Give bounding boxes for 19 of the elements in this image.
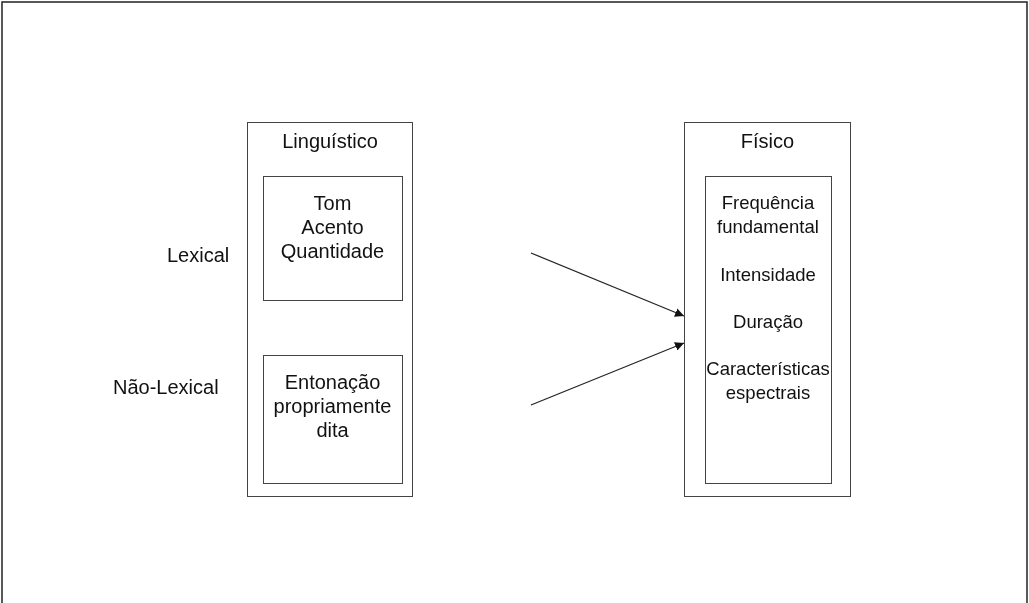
arrow	[530, 342, 685, 406]
text-item: Frequência fundamental	[716, 190, 820, 239]
text-item: Tom	[312, 190, 353, 215]
text-item: Acento	[300, 214, 365, 239]
text-item: Quantidade	[279, 238, 386, 263]
side-label: Lexical	[167, 243, 230, 267]
text-item: Intensidade	[719, 262, 817, 287]
list-box	[262, 175, 403, 301]
text-box	[262, 354, 403, 484]
text-item: Características espectrais	[705, 356, 831, 405]
list-box	[704, 175, 832, 484]
box-heading: Linguístico	[281, 129, 379, 153]
text-item: Duração	[732, 309, 804, 334]
group-box	[247, 122, 413, 497]
arrow	[530, 252, 685, 317]
group-box	[684, 122, 851, 497]
side-label: Não-Lexical	[113, 375, 219, 399]
text-item: Entonação propriamente dita	[272, 369, 393, 442]
box-heading: Físico	[739, 129, 796, 153]
